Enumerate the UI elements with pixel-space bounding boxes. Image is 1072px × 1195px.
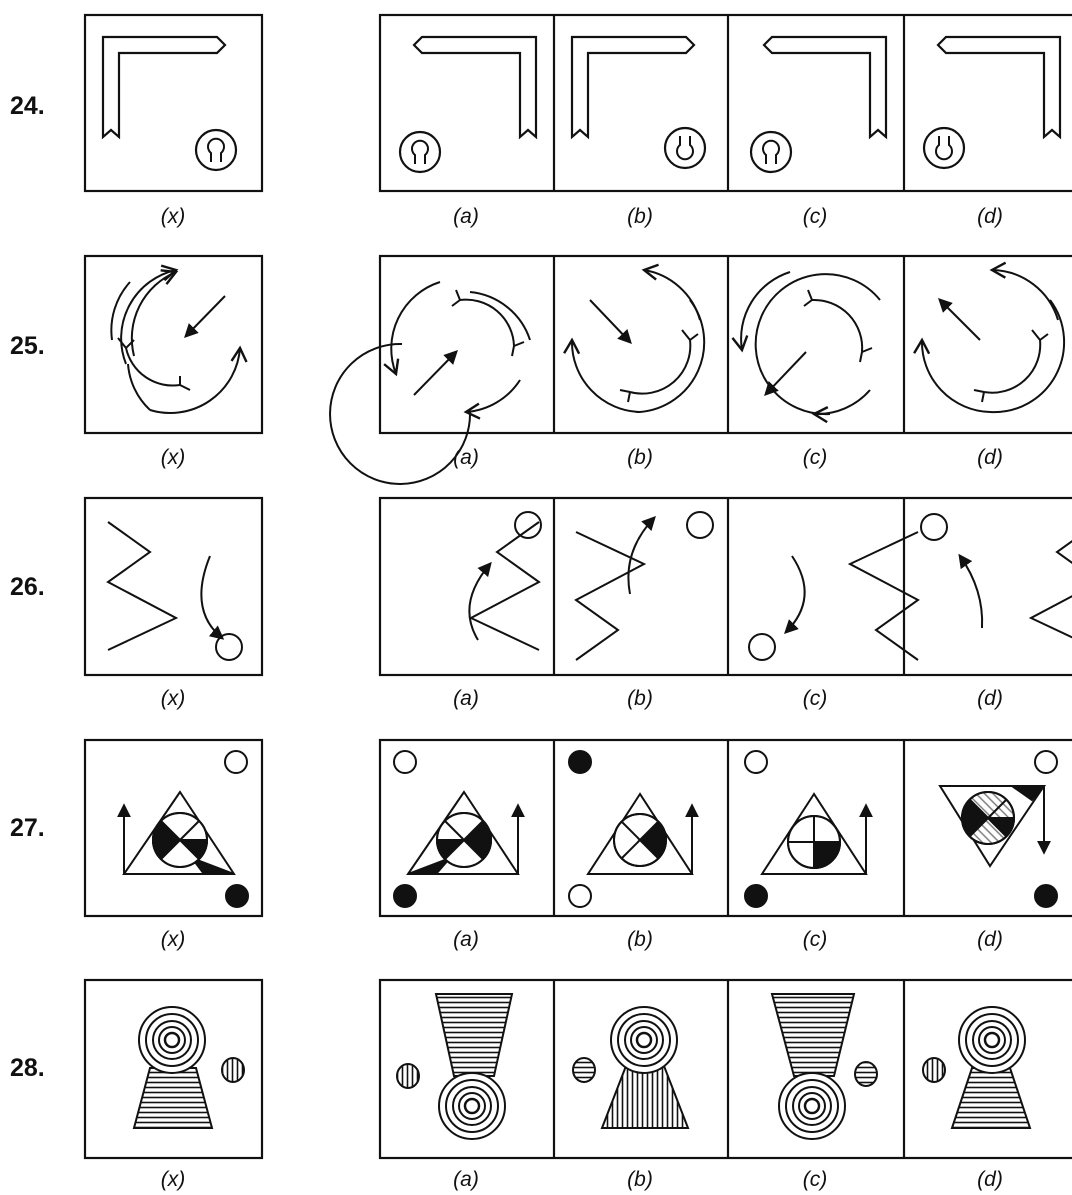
q24-option-a (400, 37, 536, 172)
q27-option-c (745, 751, 866, 907)
q27-option-a (394, 751, 518, 907)
q27-option-d (940, 751, 1057, 907)
q27-option-b (569, 751, 692, 907)
q26-figure-x (108, 522, 242, 660)
q28-option-d (923, 1007, 1030, 1128)
q24-option-d (924, 37, 1060, 168)
q28-figure-x (134, 1007, 244, 1128)
q26-option-d (921, 514, 1072, 650)
q25-figure-x (32, 216, 240, 413)
q28-option-c (772, 994, 877, 1139)
q26-option-a (469, 512, 541, 650)
q28-option-a (397, 994, 512, 1139)
q25-option-c (741, 272, 880, 414)
q26-option-b (576, 512, 713, 660)
q25-option-d (922, 270, 1064, 412)
q26-option-c (749, 532, 918, 660)
q25-option-a (330, 282, 530, 484)
q24-option-c (751, 37, 886, 172)
q24-option-b (572, 37, 705, 168)
q28-option-b (573, 1007, 688, 1128)
q25-option-b (572, 270, 704, 412)
q24-figure-x (103, 37, 236, 170)
q27-figure-x (124, 751, 248, 907)
